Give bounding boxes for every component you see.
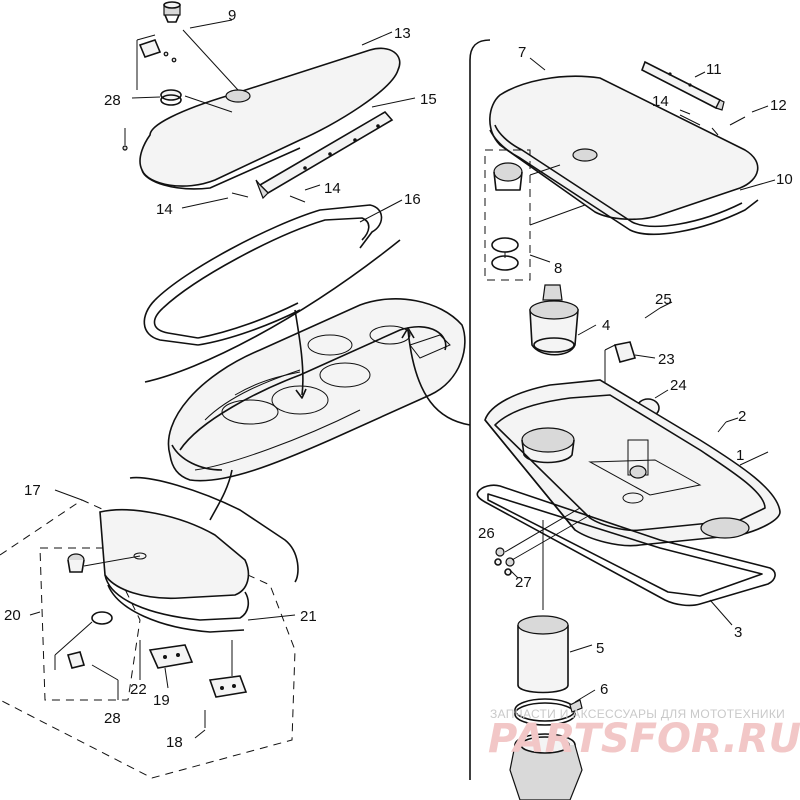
cap-9: [163, 1, 181, 23]
watermark: ЗАПЧАСТИ И АКСЕССУАРЫ ДЛЯ МОТОТЕХНИКИ PA…: [488, 707, 800, 762]
glovebox-lid-21: [99, 509, 296, 633]
callout-24: 24: [670, 377, 687, 394]
watermark-logo: PARTSFOR.RU: [488, 716, 800, 762]
hinge-19: [148, 644, 194, 689]
callout-6: 6: [600, 681, 608, 698]
callout-14-center: 14: [324, 180, 341, 197]
storage-tray-1: [484, 379, 781, 547]
callout-21: 21: [300, 608, 317, 625]
grommet-28-bottom: [54, 611, 113, 670]
callout-10: 10: [776, 171, 793, 188]
screws-14-top: [231, 192, 306, 203]
dashed-box-20: [29, 547, 141, 701]
screw-25: [644, 301, 673, 319]
callout-25: 25: [655, 291, 672, 308]
callout-22: 22: [130, 681, 147, 698]
callout-4: 4: [602, 317, 610, 334]
arrow-storage-to-boat: [407, 329, 471, 426]
hinge-11: [641, 60, 725, 111]
dashed-box-17: [0, 489, 296, 779]
lid-13: [139, 47, 401, 190]
callout-28-bottom: 28: [104, 710, 121, 727]
screws-12-14: [679, 105, 769, 136]
callout-12: 12: [770, 97, 787, 114]
callout-27: 27: [515, 574, 532, 591]
section-bracket-right: [469, 39, 491, 780]
cup-4: [529, 284, 597, 356]
callout-13: 13: [394, 25, 411, 42]
arrow-glovebox-to-boat: [209, 469, 233, 521]
callout-2: 2: [738, 408, 746, 425]
callout-15: 15: [420, 91, 437, 108]
grommet-28-top: [160, 89, 182, 106]
callout-11: 11: [706, 61, 722, 78]
hinge-15: [255, 110, 394, 200]
leader-10: [739, 179, 776, 191]
callout-1: 1: [736, 447, 744, 464]
arrow-lid-to-boat: [294, 309, 304, 396]
leaders-top-left: [131, 19, 416, 209]
callout-19: 19: [153, 692, 170, 709]
bracket-28-bottom: [66, 651, 119, 700]
callout-14-right: 14: [652, 93, 669, 110]
lid-7: [489, 57, 759, 235]
callout-16: 16: [404, 191, 421, 208]
callout-3: 3: [734, 624, 742, 641]
gasket-3: [476, 484, 776, 626]
callout-labels: 1 2 3 4 5 6 7 8 9 10 11 12 13 14 14 14 1…: [4, 7, 793, 751]
clip-23: [604, 341, 656, 495]
container-5: [517, 520, 593, 694]
callout-9: 9: [228, 7, 236, 24]
cup-holder-8: [484, 149, 586, 281]
bracket-18: [194, 640, 248, 739]
callout-20: 20: [4, 607, 21, 624]
fasteners-26-27: [494, 507, 591, 579]
callout-28-top: 28: [104, 92, 121, 109]
base-mount: [509, 733, 583, 800]
callout-26: 26: [478, 525, 495, 542]
clamp-6: [514, 689, 596, 726]
bracket-28-top: [136, 34, 177, 90]
glovebox-outline-arc: [129, 476, 299, 583]
watermark-caption: ЗАПЧАСТИ И АКСЕССУАРЫ ДЛЯ МОТОТЕХНИКИ: [490, 707, 785, 721]
callout-14-left: 14: [156, 201, 173, 218]
seal-16: [143, 199, 403, 383]
latch-20: [67, 552, 147, 573]
callout-17: 17: [24, 482, 41, 499]
boat-hull: [167, 298, 466, 482]
callout-23: 23: [658, 351, 675, 368]
callout-18: 18: [166, 734, 183, 751]
callout-8: 8: [554, 260, 562, 277]
callout-5: 5: [596, 640, 604, 657]
screw-2: [717, 417, 739, 433]
callout-7: 7: [518, 44, 526, 61]
